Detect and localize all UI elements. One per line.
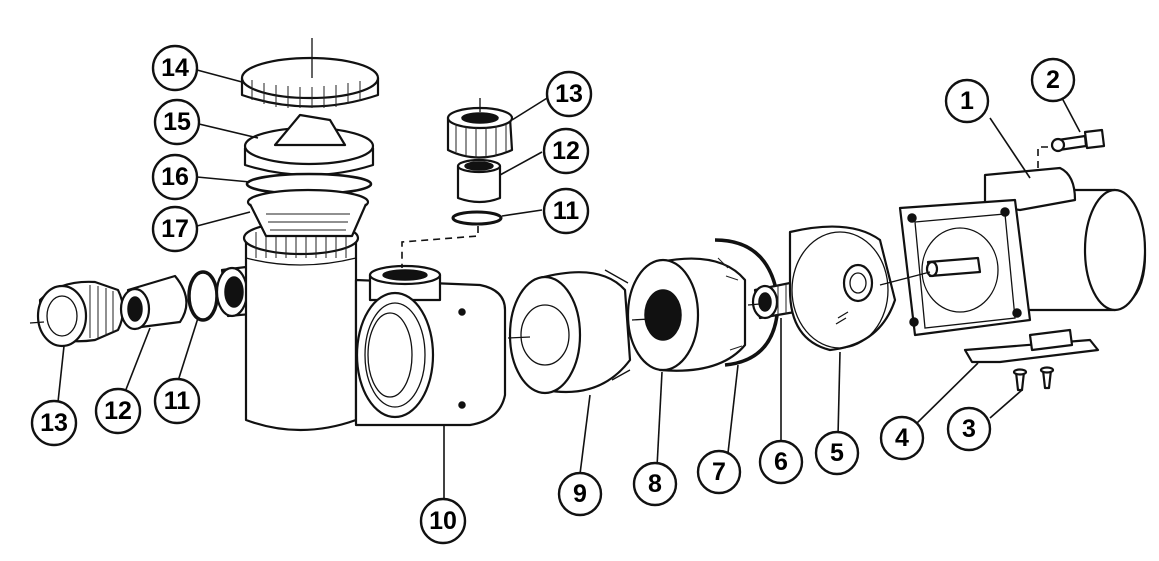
part-lid-ring	[240, 38, 380, 108]
callout-15: 15	[153, 98, 201, 146]
callout-label: 15	[163, 108, 191, 136]
part-screws	[1012, 366, 1055, 392]
part-seal-plate	[788, 225, 897, 352]
callout-9: 9	[557, 471, 603, 517]
callout-3: 3	[946, 406, 992, 452]
part-tail-piece-top	[456, 158, 502, 204]
part-diffuser	[508, 269, 632, 395]
callout-label: 4	[895, 424, 909, 452]
callout-4: 4	[879, 415, 925, 461]
callout-label: 13	[40, 409, 68, 437]
callout-8: 8	[632, 461, 678, 507]
callout-11-top: 11	[542, 187, 590, 235]
callout-label: 5	[830, 439, 844, 467]
callout-label: 16	[161, 163, 189, 191]
callout-5: 5	[814, 430, 860, 476]
callout-label: 14	[161, 54, 189, 82]
callout-7: 7	[696, 449, 742, 495]
part-strainer-housing	[215, 220, 507, 432]
part-base-bracket	[963, 328, 1100, 364]
part-o-ring-top	[451, 210, 503, 226]
callout-label: 17	[161, 215, 189, 243]
callout-label: 1	[960, 87, 974, 115]
callout-12-top: 12	[542, 127, 590, 175]
callout-label: 10	[429, 507, 457, 535]
assembly-axis-line	[29, 271, 931, 339]
callout-label: 11	[553, 197, 580, 225]
callout-13-top: 13	[545, 70, 593, 118]
part-lid-cover	[243, 113, 375, 177]
part-union-nut-left	[36, 280, 125, 348]
part-motor	[898, 166, 1147, 337]
part-union-nut-top	[446, 98, 514, 159]
callout-12-left: 12	[94, 387, 142, 435]
callout-2: 2	[1030, 57, 1076, 103]
callout-label: 12	[104, 397, 132, 425]
callout-label: 7	[712, 458, 726, 486]
callout-label: 3	[962, 415, 976, 443]
callout-label: 6	[774, 448, 788, 476]
callout-17: 17	[151, 205, 199, 253]
callout-label: 2	[1046, 66, 1060, 94]
callout-10: 10	[419, 497, 467, 545]
callout-14: 14	[151, 44, 199, 92]
part-o-ring-left	[187, 270, 219, 322]
part-seal-housing	[626, 257, 747, 372]
assembly-dash-line-top	[401, 226, 479, 268]
callout-1: 1	[944, 78, 990, 124]
callout-label: 11	[164, 387, 191, 415]
assembly-dash-line-bolt	[1037, 146, 1048, 170]
callout-label: 12	[552, 137, 580, 165]
callout-13-left: 13	[30, 399, 78, 447]
callout-label: 13	[555, 80, 583, 108]
callout-6: 6	[758, 439, 804, 485]
callout-label: 9	[573, 480, 587, 508]
callout-11-left: 11	[153, 377, 201, 425]
callout-label: 8	[648, 470, 662, 498]
part-strainer-basket	[246, 188, 370, 238]
part-bolt-top	[1050, 128, 1106, 153]
part-tail-piece-left	[119, 274, 188, 331]
leader-lines	[57, 69, 1081, 500]
callout-16: 16	[151, 153, 199, 201]
